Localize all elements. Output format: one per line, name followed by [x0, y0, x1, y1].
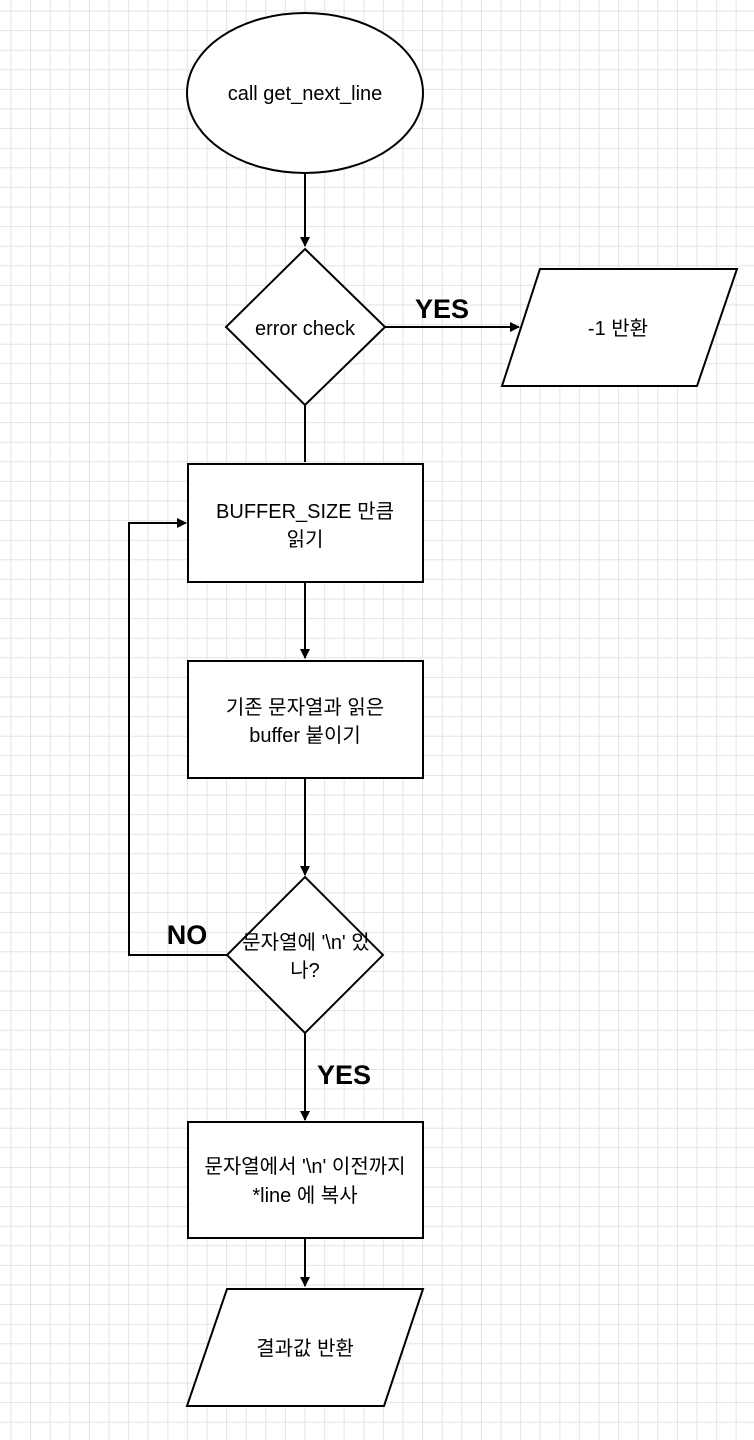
- node-join-buffer-label-line2: buffer 붙이기: [249, 724, 361, 747]
- edge-label-newline-yes: YES: [317, 1060, 371, 1090]
- node-join-buffer-label-line1: 기존 문자열과 읽은: [226, 696, 384, 719]
- node-read-buffer-label-line1: BUFFER_SIZE 만큼: [216, 500, 394, 523]
- node-newline-check-label-line1: 문자열에 '\n' 있: [242, 931, 369, 954]
- node-join-buffer[interactable]: 기존 문자열과 읽은 buffer 붙이기: [187, 660, 424, 779]
- node-read-buffer-label-line2: 읽기: [287, 528, 324, 551]
- node-start-label: call get_next_line: [228, 83, 383, 105]
- node-return-result-label: 결과값 반환: [256, 1337, 354, 1360]
- node-copy-line-label-line1: 문자열에서 '\n' 이전까지: [204, 1155, 405, 1178]
- edge-newline-no-loop[interactable]: [128, 518, 227, 956]
- edge-label-error-yes: YES: [415, 294, 469, 324]
- node-error-check[interactable]: error check: [224, 247, 387, 407]
- node-return-result[interactable]: 결과값 반환: [185, 1288, 425, 1407]
- node-read-buffer[interactable]: BUFFER_SIZE 만큼 읽기: [187, 463, 424, 583]
- node-return-error[interactable]: -1 반환: [500, 268, 739, 387]
- node-start[interactable]: call get_next_line: [186, 12, 424, 174]
- node-return-error-label: -1 반환: [588, 317, 648, 340]
- node-copy-line-label-line2: *line 에 복사: [252, 1184, 357, 1207]
- node-error-check-label: error check: [255, 318, 356, 340]
- node-newline-check-label-line2: 나?: [290, 959, 320, 982]
- node-newline-check[interactable]: 문자열에 '\n' 있 나?: [225, 875, 385, 1035]
- node-copy-line[interactable]: 문자열에서 '\n' 이전까지 *line 에 복사: [187, 1121, 424, 1239]
- edge-label-newline-no: NO: [167, 920, 208, 950]
